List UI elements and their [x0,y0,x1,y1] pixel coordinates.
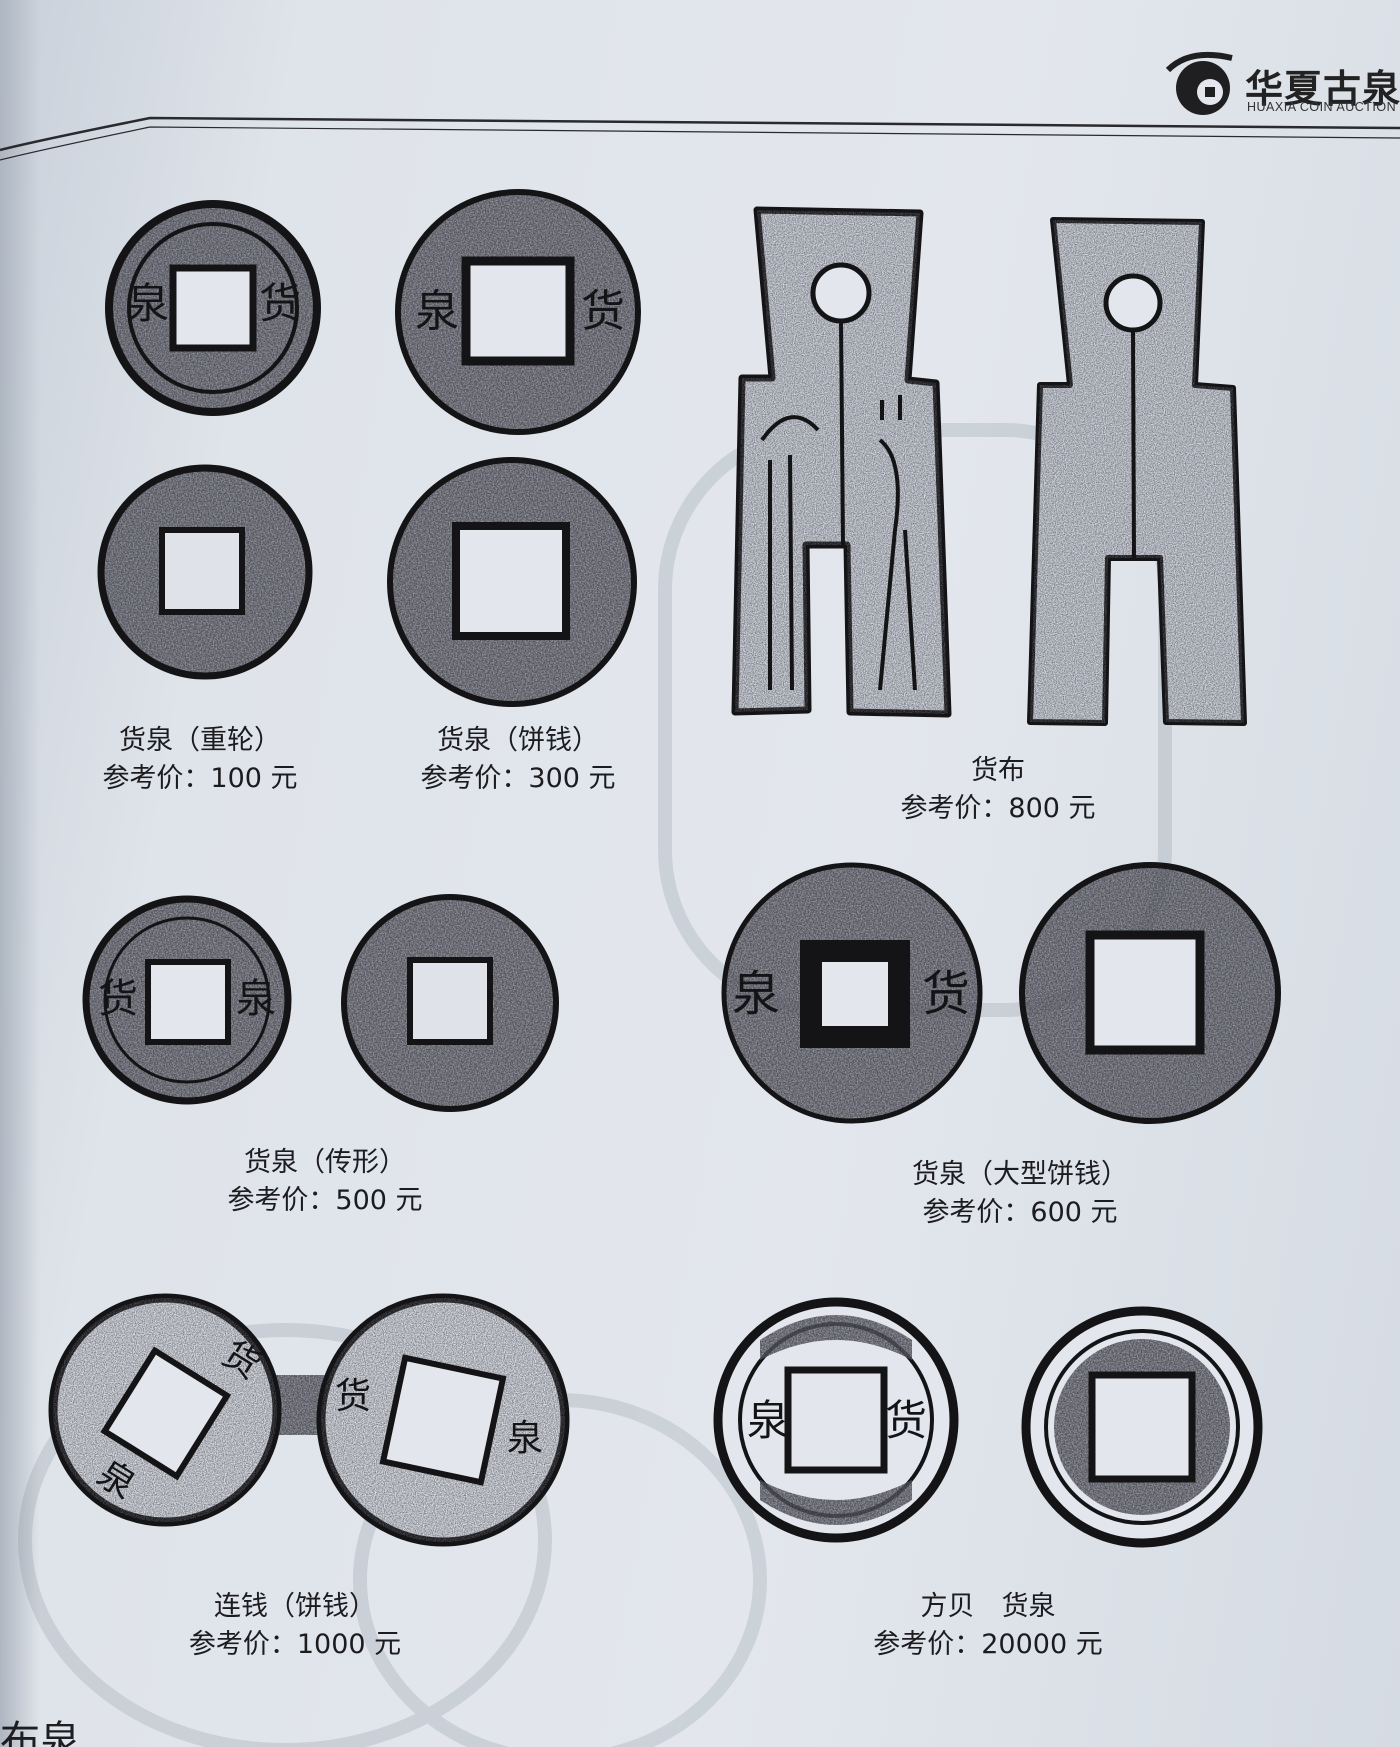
coin-huoquan-bingqian-obverse: 泉 货 [395,189,641,435]
coin-fangbei-huoquan-reverse [1021,1306,1263,1548]
coin-huobu-reverse [1027,217,1247,726]
coin-huoquan-zhonglun-obverse: 泉 货 [105,200,321,416]
item-price: 参考价：300 元 [420,763,616,794]
svg-text:泉: 泉 [127,279,169,328]
svg-text:货: 货 [259,279,301,328]
item-name: 方贝 货泉 [920,1591,1056,1622]
svg-text:泉: 泉 [236,976,276,1022]
item-name: 货泉（饼钱） [437,725,599,756]
svg-text:货: 货 [581,286,625,337]
coin-lianqian-bingqian: 货 泉 货 泉 [48,1293,570,1547]
coin-huobu-obverse [731,206,952,718]
item-price: 参考价：500 元 [227,1185,423,1216]
coin-huoquan-bingqian-reverse [387,457,637,707]
section-label: 布泉 [0,1718,80,1747]
caption-item-1: 货泉（重轮） 参考价：100 元 [60,722,340,798]
svg-text:货: 货 [98,976,138,1022]
svg-text:货: 货 [922,966,970,1022]
coin-fangbei-huoquan-obverse: 泉 货 [713,1297,959,1543]
item-price: 参考价：600 元 [922,1197,1118,1228]
brand-subtitle: HUAXIA COIN AUCTION [1247,100,1397,114]
item-name: 货泉（大型饼钱） [912,1159,1128,1190]
caption-item-5: 货泉（大型饼钱） 参考价：600 元 [840,1156,1200,1232]
caption-item-7: 方贝 货泉 参考价：20000 元 [838,1588,1138,1664]
logo-emblem-icon [1165,51,1233,115]
brand-name: 华夏古泉 [1245,67,1400,111]
coin-huoquan-zhonglun-reverse [97,464,313,680]
coin-huoquan-daxing-bingqian-reverse [1019,862,1281,1124]
page-gutter-shadow [0,0,40,1747]
item-price: 参考价：20000 元 [873,1629,1103,1660]
caption-item-3: 货布 参考价：800 元 [848,752,1148,828]
item-price: 参考价：100 元 [102,763,298,794]
svg-text:泉: 泉 [507,1418,543,1459]
item-price: 参考价：800 元 [900,793,1096,824]
coin-huoquan-daxing-bingqian-obverse: 泉 货 [721,862,983,1124]
item-price: 参考价：1000 元 [188,1629,402,1660]
frame-line-top-inner [0,126,1400,161]
caption-item-2: 货泉（饼钱） 参考价：300 元 [368,722,668,798]
svg-text:货: 货 [335,1376,371,1417]
caption-item-4: 货泉（传形） 参考价：500 元 [175,1144,475,1220]
item-name: 货布 [971,755,1025,786]
svg-text:泉: 泉 [732,966,780,1022]
coin-huoquan-chuanxing-reverse [341,894,559,1112]
item-name: 连钱（饼钱） [214,1591,376,1622]
svg-text:泉: 泉 [415,286,459,337]
svg-text:货: 货 [885,1396,927,1445]
svg-text:泉: 泉 [747,1396,789,1445]
item-name: 货泉（传形） [244,1147,406,1178]
item-name: 货泉（重轮） [119,725,281,756]
caption-item-6: 连钱（饼钱） 参考价：1000 元 [145,1588,445,1664]
coin-huoquan-chuanxing-obverse: 货 泉 [82,895,292,1105]
frame-line-top [0,116,1400,152]
